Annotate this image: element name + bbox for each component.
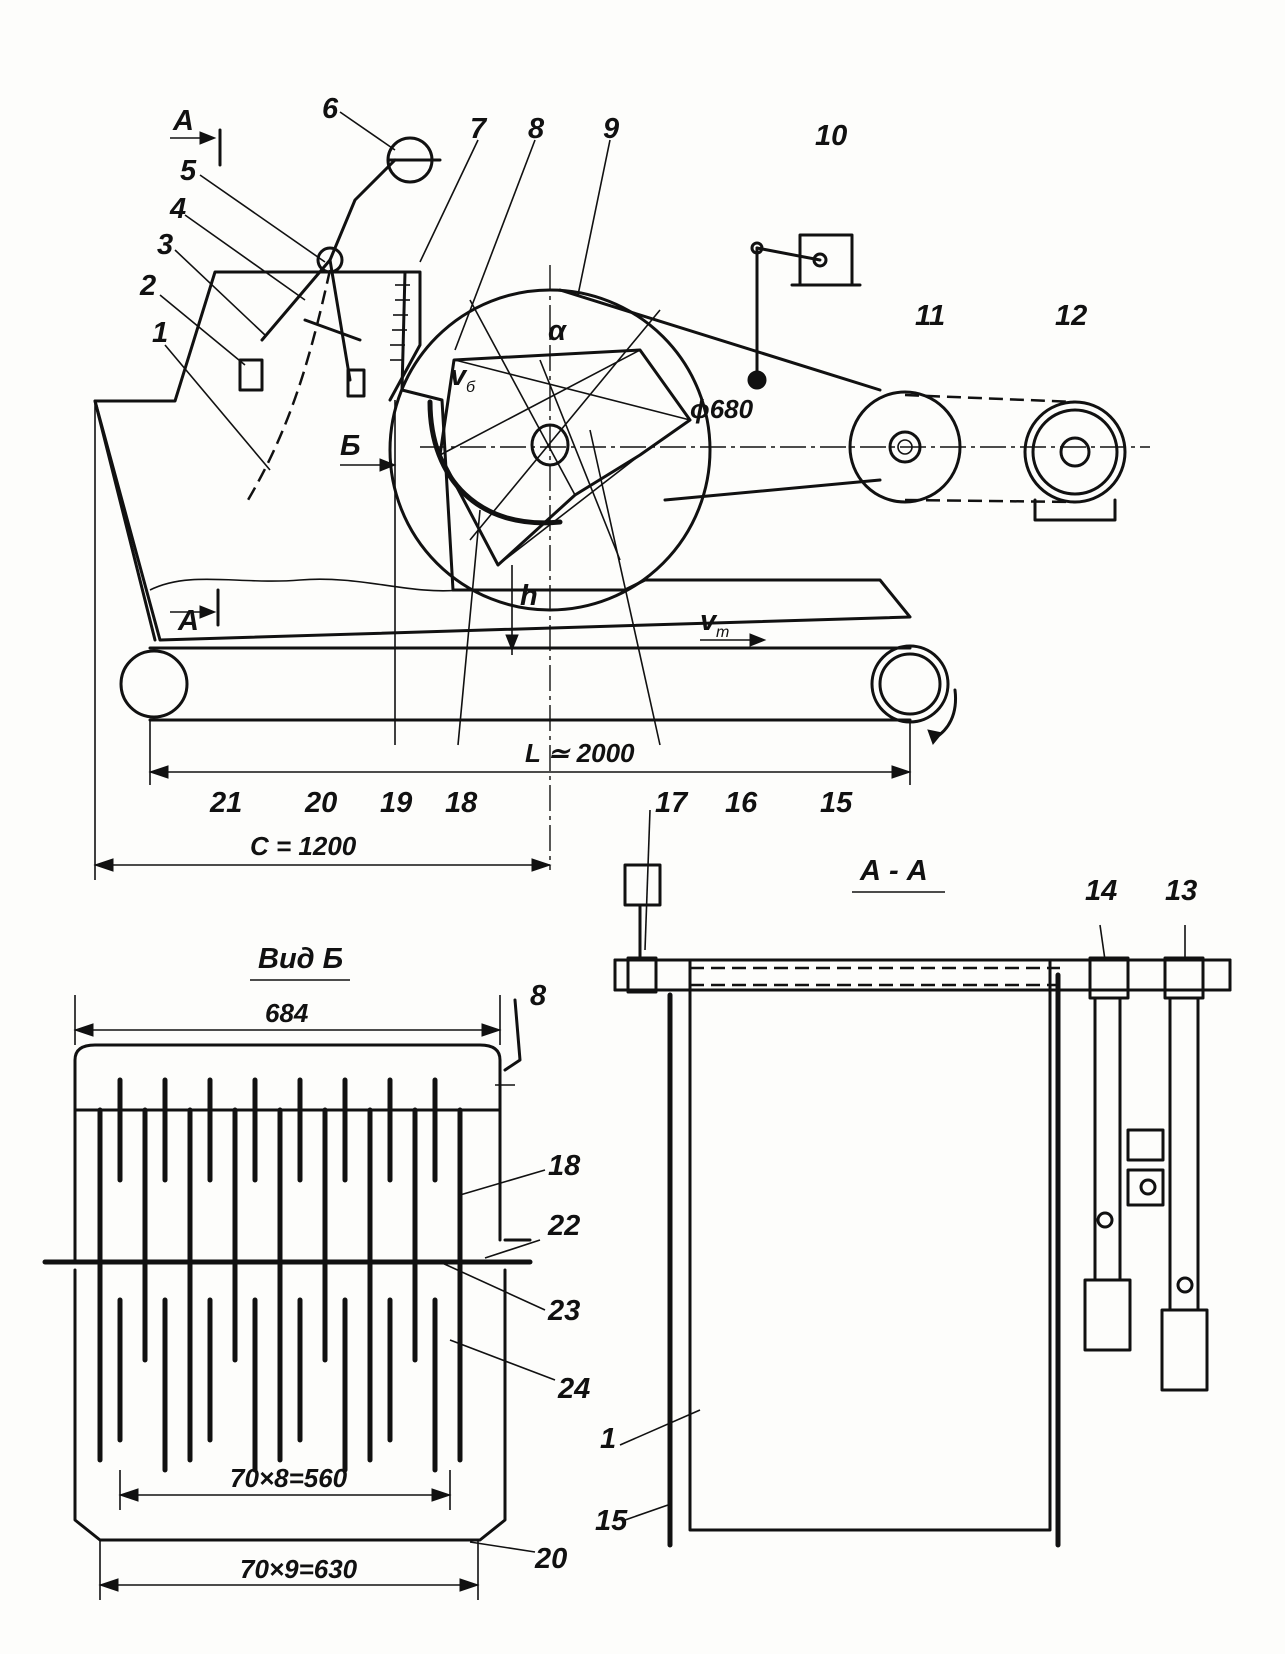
material-heap [149,578,461,592]
label-23: 23 [547,1295,580,1327]
label-1: 1 [152,317,168,349]
grate-arc [427,399,563,526]
section-mark-a-top: A [172,105,194,137]
dim-c: C = 1200 [250,831,357,861]
label-11: 11 [915,300,945,332]
section-aa-title: А - А [859,855,928,887]
alpha-symbol: α [548,315,567,347]
label-8-view-b: 8 [530,980,547,1012]
label-9: 9 [603,113,619,145]
speed-vt: v [700,605,718,637]
speed-vb-sub: б [466,379,476,396]
label-22: 22 [547,1210,580,1242]
label-24: 24 [557,1373,590,1405]
label-20: 20 [304,787,337,819]
drive-belt-top [558,288,882,392]
conveyor-belt [119,644,958,746]
speed-vb: v [450,360,468,392]
label-7: 7 [470,113,488,145]
label-15: 15 [820,787,853,819]
view-mark-b: Б [340,430,361,462]
label-19: 19 [380,787,412,819]
label-12: 12 [1055,300,1087,332]
hopper-outline [93,270,912,642]
label-10: 10 [815,120,847,152]
view-b [42,995,556,1600]
dim-length: L ≃ 2000 [525,738,635,768]
view-b-labels: Вид Б 684 70×8=560 70×9=630 8 18 22 23 2… [230,943,590,1584]
tines [97,1077,463,1473]
label-21: 21 [209,787,242,819]
label-13: 13 [1165,875,1197,907]
drive-belt-bottom [663,478,882,502]
label-18: 18 [445,787,478,819]
label-2: 2 [139,270,156,302]
view-b-title: Вид Б [258,943,343,975]
label-8: 8 [528,113,545,145]
label-16: 16 [725,787,758,819]
main-view [93,111,1150,880]
tensioner [747,233,862,390]
section-aa [613,809,1232,1548]
label-18-view-b: 18 [548,1150,581,1182]
pendulum-assembly [238,136,442,506]
h-symbol: h [520,580,538,612]
label-14: 14 [1085,875,1117,907]
dim-684: 684 [265,998,309,1028]
label-4: 4 [169,193,186,225]
angle-scale [388,270,422,402]
dim-560: 70×8=560 [230,1463,348,1493]
label-15-section: 15 [595,1505,628,1537]
label-17: 17 [655,787,689,819]
section-aa-labels: А - А 14 13 1 15 [595,855,1197,1537]
label-20-view-b: 20 [534,1543,567,1575]
section-mark-a-bottom: A [177,605,199,637]
label-6: 6 [322,93,339,125]
speed-vt-sub: т [716,624,729,641]
label-5: 5 [180,155,197,187]
label-1-section: 1 [600,1423,616,1455]
dim-diameter: ϕ680 [690,394,754,424]
main-view-labels: 6 5 4 3 2 1 7 8 9 10 11 12 21 20 19 18 1… [139,93,1087,861]
label-3: 3 [157,229,173,261]
dim-630: 70×9=630 [240,1554,358,1584]
